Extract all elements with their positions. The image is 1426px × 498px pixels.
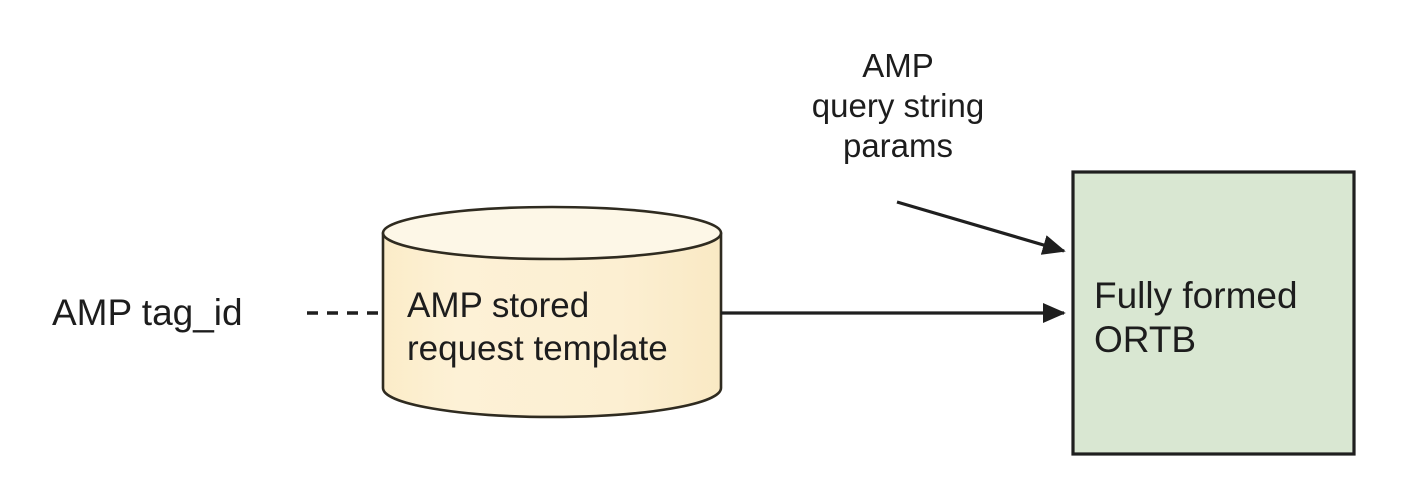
ortb-label-line-2: ORTB [1094,319,1197,360]
label-amp-tag-id: AMP tag_id [52,292,243,333]
label-amp-stored-request-template: AMP stored request template [407,284,668,370]
edge-params-to-ortb[interactable] [896,200,1066,255]
cylinder-label-line-1: AMP stored [407,286,590,325]
rectangle-fully-formed-ortb[interactable] [1071,170,1356,456]
cylinder-label-line-2: request template [407,329,668,368]
query-params-line-3: params [842,127,954,164]
cylinder-amp-stored-request-template[interactable] [381,205,723,419]
ortb-box [1071,170,1356,456]
query-params-line-2: query string [811,87,985,124]
query-params-line-1: AMP [862,47,934,84]
cylinder-top-ellipse [381,205,723,261]
cylinder-body [381,231,723,419]
ortb-label-line-1: Fully formed [1094,275,1298,316]
